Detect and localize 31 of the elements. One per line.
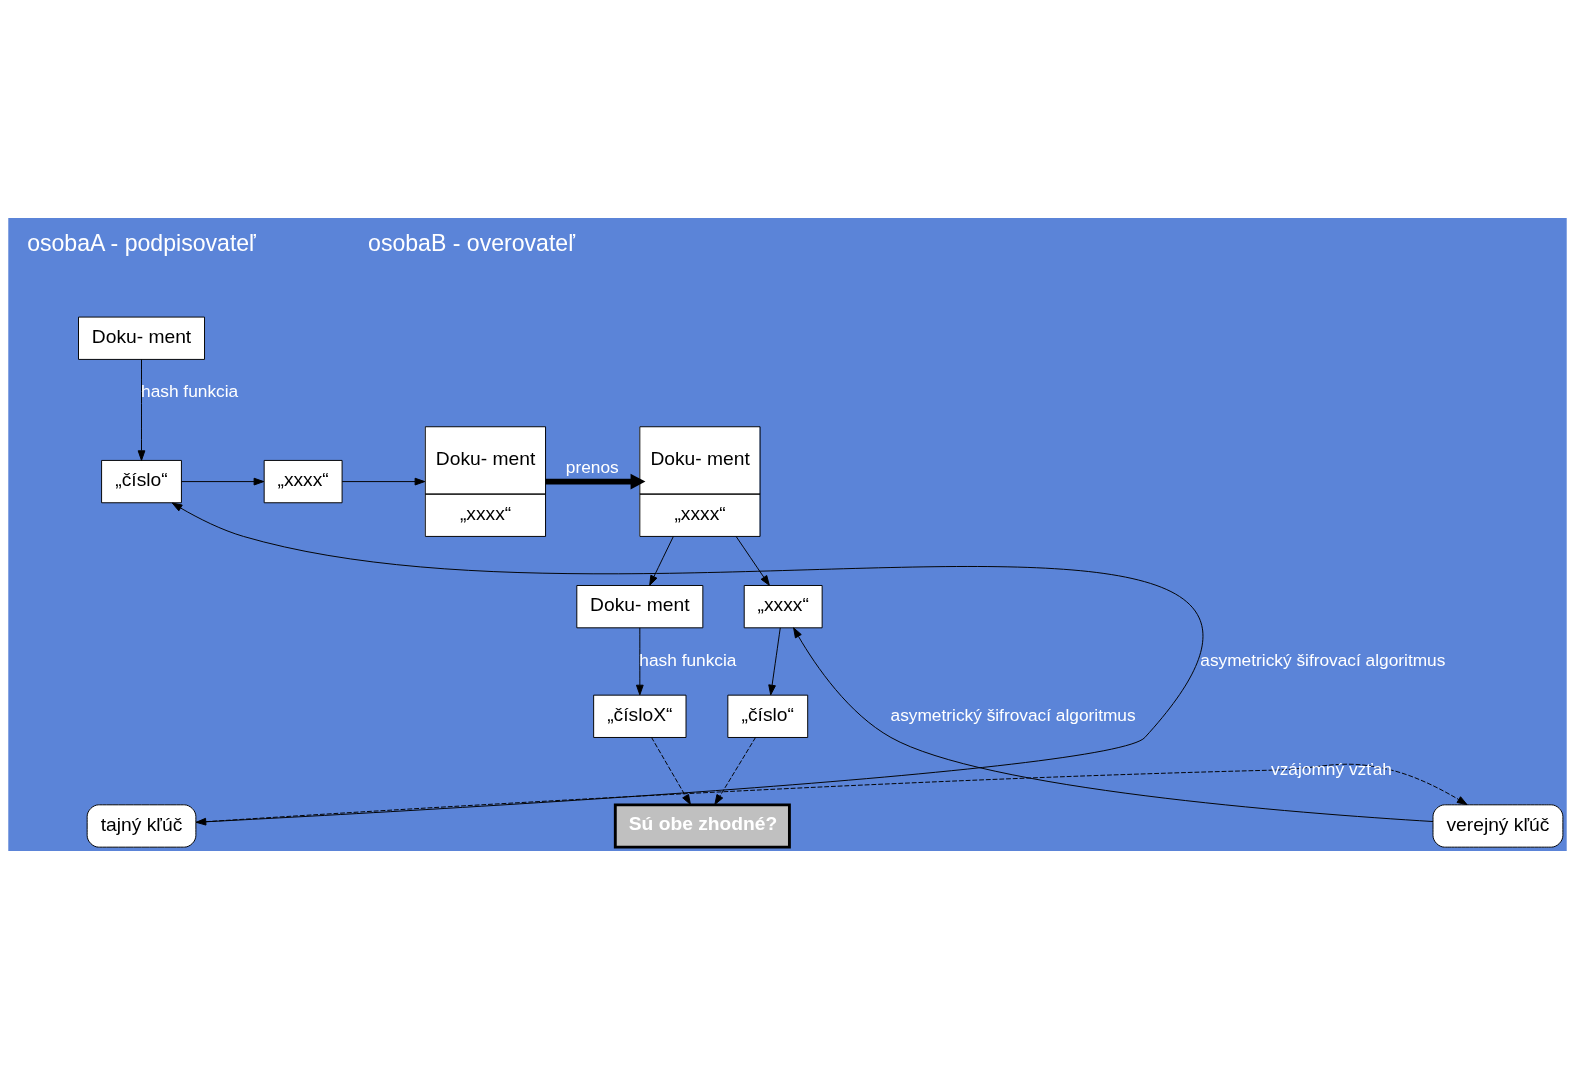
arrow [768,627,781,696]
node-box: Doku- ment [78,316,205,360]
node-box: Sú obe zhodné? [613,803,791,849]
node-box: „xxxx“ [743,585,823,629]
arrow [171,502,1203,823]
arrow [714,737,756,805]
node-box: „číslo“ [101,459,182,504]
label: osobaB - overovateľ [368,229,575,256]
node-box: verejný kľúč [1432,804,1564,848]
edge-label: asymetrický šifrovací algoritmus [1200,649,1446,670]
arrow [649,536,674,586]
arrow [137,359,146,461]
arrow [651,737,691,805]
edge-label: asymetrický šifrovací algoritmus [890,704,1136,725]
edge-label: prenos [565,457,619,478]
arrow [735,536,770,586]
arrow [545,473,646,490]
edge-label: vzájomný vzťah [1271,759,1392,780]
arrow [636,627,644,696]
arrow [793,627,1434,822]
label: osobaA - podpisovateľ [27,229,256,256]
edge-label: hash funkcia [639,649,737,670]
node-box: Doku- ment [576,585,704,629]
node-box: „číslo“ [727,694,809,738]
arrow [195,763,1468,826]
node-box: „xxxx“ [263,459,343,504]
arrow [181,477,265,486]
node-box: „čísloX“ [593,694,687,738]
arrow [341,477,426,486]
node-box: tajný kľúč [86,804,197,848]
edge-label: hash funkcia [141,381,239,402]
